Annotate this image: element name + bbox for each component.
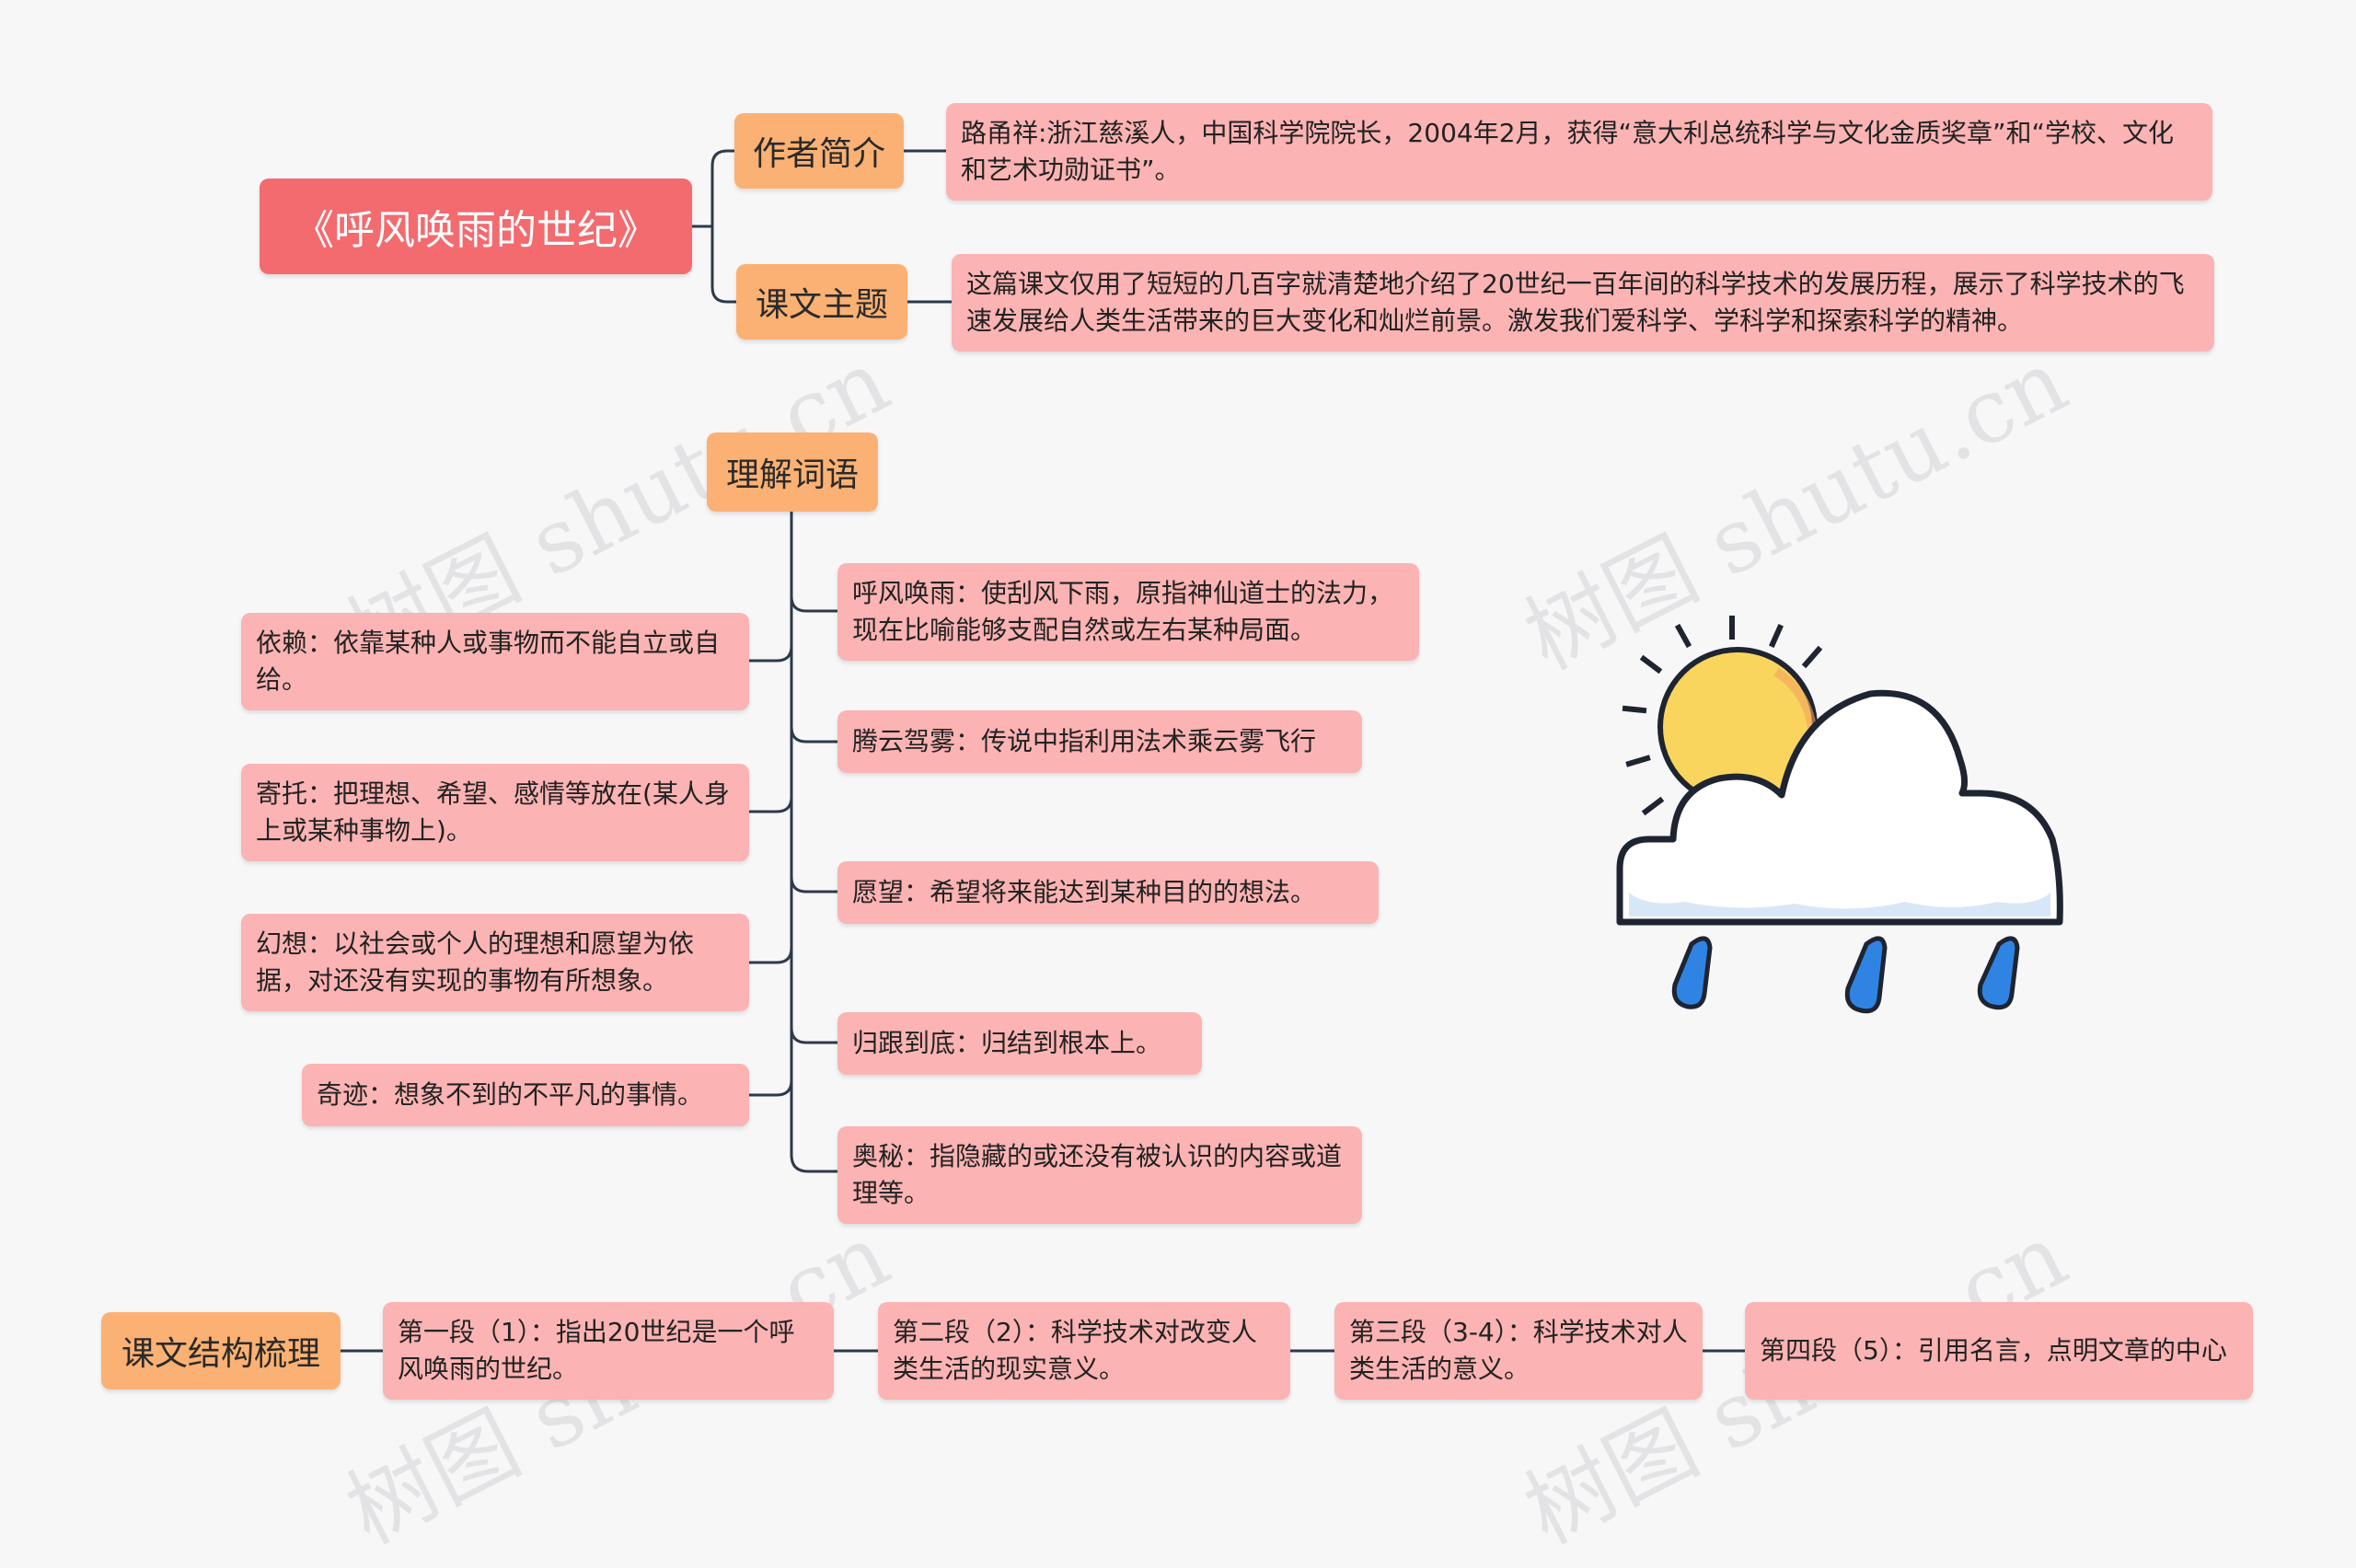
connector-word-left-1 [747, 644, 793, 663]
word-definition: 幻想：以社会或个人的理想和愿望为依据，对还没有实现的事物有所想象。 [256, 928, 695, 996]
structure-item-text: 第一段（1）：指出20世纪是一个呼风唤雨的世纪。 [398, 1317, 795, 1384]
word-item-left[interactable]: 依赖：依靠某种人或事物而不能自立或自给。 [241, 613, 749, 710]
word-definition: 依赖：依靠某种人或事物而不能自立或自给。 [256, 628, 721, 695]
topic-theme[interactable]: 课文主题 [736, 264, 907, 340]
word-item-left[interactable]: 幻想：以社会或个人的理想和愿望为依据，对还没有实现的事物有所想象。 [241, 914, 749, 1011]
author-detail[interactable]: 路甬祥:浙江慈溪人，中国科学院院长，2004年2月，获得“意大利总统科学与文化金… [946, 103, 2212, 201]
structure-item-text: 第四段（5）：引用名言，点明文章的中心 [1760, 1335, 2227, 1366]
word-definition: 奇迹：想象不到的不平凡的事情。 [317, 1079, 704, 1110]
word-item-right[interactable]: 愿望：希望将来能达到某种目的的想法。 [837, 861, 1379, 924]
mind-map-canvas: 树图 shutu.cn 树图 shutu.cn 树图 shutu.cn 树图 s… [101, 103, 2253, 1563]
connector-word-left-4 [747, 1078, 793, 1097]
structure-item-text: 第三段（3-4）：科学技术对人类生活的意义。 [1349, 1317, 1688, 1384]
word-definition: 呼风唤雨：使刮风下雨，原指神仙道士的法力，现在比喻能够支配自然或左右某种局面。 [852, 578, 1394, 645]
word-definition: 愿望：希望将来能达到某种目的的想法。 [852, 877, 1317, 907]
word-item-right[interactable]: 奥秘：指隐藏的或还没有被认识的内容或道理等。 [837, 1126, 1362, 1224]
root-topic[interactable]: 《呼风唤雨的世纪》 [260, 179, 692, 274]
topic-author[interactable]: 作者简介 [734, 113, 904, 189]
theme-detail[interactable]: 这篇课文仅用了短短的几百字就清楚地介绍了20世纪一百年间的科学技术的发展历程，展… [952, 254, 2214, 352]
connector-words-trunk [790, 510, 839, 1173]
connector-word-left-3 [747, 946, 793, 964]
word-item-right[interactable]: 呼风唤雨：使刮风下雨，原指神仙道士的法力，现在比喻能够支配自然或左右某种局面。 [837, 563, 1419, 661]
connector-root-theme [710, 225, 738, 304]
sun-cloud-rain-icon [1616, 616, 2063, 1014]
connector-word-right-3 [790, 875, 839, 894]
connector-word-right-2 [790, 725, 839, 744]
word-item-left[interactable]: 奇迹：想象不到的不平凡的事情。 [302, 1064, 749, 1126]
connector-word-right-4 [790, 1026, 839, 1044]
structure-item[interactable]: 第一段（1）：指出20世纪是一个呼风唤雨的世纪。 [383, 1302, 834, 1400]
word-definition: 归跟到底：归结到根本上。 [852, 1028, 1162, 1058]
connector-word-left-2 [747, 795, 793, 813]
word-item-right[interactable]: 归跟到底：归结到根本上。 [837, 1012, 1202, 1075]
topic-words[interactable]: 理解词语 [707, 432, 878, 512]
word-definition: 寄托：把理想、希望、感情等放在(某人身上或某种事物上)。 [256, 778, 730, 846]
structure-item[interactable]: 第四段（5）：引用名言，点明文章的中心 [1745, 1302, 2253, 1400]
connector-root-author [690, 149, 736, 228]
word-item-right[interactable]: 腾云驾雾：传说中指利用法术乘云雾飞行 [837, 710, 1362, 773]
word-definition: 腾云驾雾：传说中指利用法术乘云雾飞行 [852, 726, 1317, 756]
structure-item-text: 第二段（2）：科学技术对改变人类生活的现实意义。 [893, 1317, 1257, 1384]
structure-item[interactable]: 第二段（2）：科学技术对改变人类生活的现实意义。 [878, 1302, 1290, 1400]
connector-word-right-1 [790, 594, 839, 613]
author-detail-text: 路甬祥:浙江慈溪人，中国科学院院长，2004年2月，获得“意大利总统科学与文化金… [961, 118, 2175, 185]
theme-detail-text: 这篇课文仅用了短短的几百字就清楚地介绍了20世纪一百年间的科学技术的发展历程，展… [966, 269, 2185, 336]
structure-item[interactable]: 第三段（3-4）：科学技术对人类生活的意义。 [1334, 1302, 1703, 1400]
word-definition: 奥秘：指隐藏的或还没有被认识的内容或道理等。 [852, 1141, 1343, 1208]
topic-structure[interactable]: 课文结构梳理 [101, 1312, 341, 1389]
connector-lines [339, 149, 1747, 1353]
word-item-left[interactable]: 寄托：把理想、希望、感情等放在(某人身上或某种事物上)。 [241, 764, 749, 861]
